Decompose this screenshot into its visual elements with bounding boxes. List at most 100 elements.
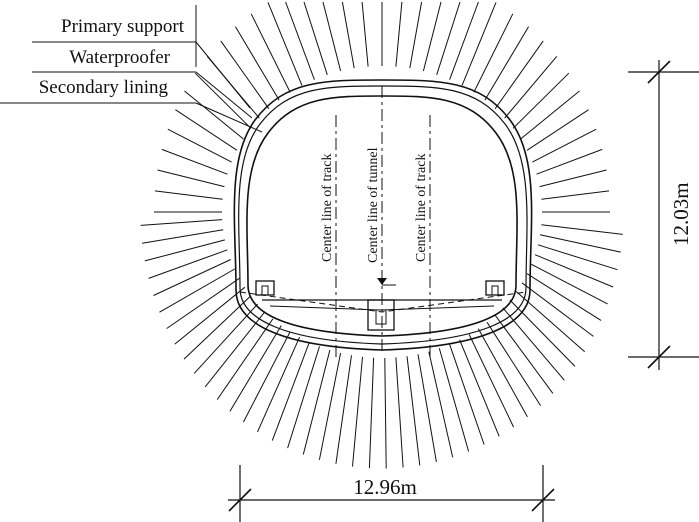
anchor-bolt-25 [473, 13, 514, 93]
secondary-lining-outline [246, 95, 518, 337]
anchor-bolt-51 [459, 339, 500, 437]
anchor-bolt-40 [534, 254, 614, 288]
central-drain [367, 299, 395, 331]
center-lines [335, 86, 431, 360]
anchor-bolt-11 [250, 13, 291, 93]
left-cable-trough [255, 280, 275, 296]
anchor-bolt-72 [183, 295, 252, 360]
legend-secondary-lining: Secondary lining [39, 77, 169, 98]
anchor-bolt-32 [532, 128, 597, 163]
anchor-bolt-77 [148, 249, 228, 279]
anchor-bolt-6 [184, 90, 244, 140]
anchor-bolt-70 [204, 311, 266, 388]
anchor-bolt-14 [303, 1, 328, 75]
height-tick-bottom [647, 345, 671, 369]
anchor-bolt-33 [536, 148, 603, 175]
width-tick-left [228, 488, 252, 512]
anchor-bolt-59 [368, 357, 375, 469]
anchor-bolt-71 [193, 303, 259, 374]
right-track-center-label: Center line of track [414, 154, 429, 262]
anchor-bolt-65 [271, 341, 310, 441]
anchor-bolt-55 [417, 354, 437, 462]
anchor-bolt-3 [161, 148, 228, 175]
anchor-bolt-1 [154, 190, 223, 200]
anchor-bolt-42 [526, 273, 602, 321]
anchor-bolt-2 [157, 169, 225, 188]
anchor-bolt-52 [449, 344, 485, 445]
anchor-bolt-4 [167, 128, 232, 163]
anchor-bolt-66 [257, 336, 301, 433]
anchor-bolt-50 [468, 334, 515, 428]
anchor-bolt-39 [537, 244, 618, 271]
height-dimension: 12.03m [628, 60, 699, 370]
anchor-bolt-76 [153, 259, 231, 296]
legend: Primary support Waterproofer Secondary l… [0, 5, 263, 133]
anchor-bolt-20 [409, 1, 423, 69]
anchor-bolt-63 [302, 349, 331, 455]
anchor-bolt-30 [520, 90, 580, 140]
leader-secondary-lining [195, 102, 263, 133]
drainage-line [239, 291, 527, 313]
rail-level-marker-icon [377, 278, 387, 285]
leader-primary-support [195, 41, 251, 109]
anchor-bolt-54 [428, 351, 454, 458]
right-cable-trough [485, 280, 505, 296]
anchor-bolt-37 [541, 224, 623, 235]
anchor-bolt-53 [438, 348, 470, 452]
anchor-bolt-34 [539, 169, 607, 188]
anchor-bolt-29 [512, 72, 570, 129]
anchor-bolt-38 [539, 234, 621, 253]
legend-primary-support: Primary support [61, 16, 185, 37]
central-drain-inner [375, 309, 387, 325]
anchor-bolt-7 [194, 72, 252, 129]
anchor-bolt-64 [287, 346, 320, 449]
anchor-bolt-5 [175, 109, 238, 151]
anchor-bolt-62 [318, 352, 342, 460]
anchor-bolt-56 [406, 356, 421, 466]
anchor-bolt-19 [395, 1, 403, 67]
anchor-bolt-23 [449, 1, 479, 80]
anchor-bolt-58 [384, 357, 387, 469]
anchor-bolt-10 [234, 26, 280, 101]
waterproofer-outline [238, 85, 528, 345]
anchor-bolt-12 [267, 2, 303, 86]
anchor-bolt-73 [174, 286, 246, 345]
anchor-bolt-26 [484, 26, 530, 101]
anchor-bolt-21 [422, 1, 442, 72]
right-cable-trough-inner [491, 285, 499, 296]
width-tick-right [531, 488, 555, 512]
anchor-bolt-27 [494, 40, 544, 110]
width-dimension: 12.96m [228, 465, 555, 522]
anchor-bolt-79 [142, 229, 224, 244]
left-track-center-label: Center line of track [320, 154, 335, 262]
anchor-bolt-78 [144, 239, 226, 262]
anchor-bolt-15 [322, 1, 342, 72]
anchor-bolt-35 [541, 190, 610, 200]
anchor-bolt-47 [494, 314, 554, 394]
left-cable-trough-inner [261, 285, 269, 296]
anchor-bolt-57 [395, 357, 404, 468]
anchor-bolt-60 [352, 356, 363, 467]
anchor-bolt-67 [242, 331, 291, 423]
anchor-bolt-74 [166, 277, 240, 329]
ditches [255, 280, 505, 331]
anchor-bolt-16 [341, 1, 355, 69]
leader-waterproofer [195, 71, 253, 119]
anchor-bolt-9 [220, 40, 270, 110]
anchor-bolt-46 [502, 307, 565, 381]
anchor-bolt-41 [531, 263, 608, 305]
anchor-bolt-80 [140, 219, 223, 226]
anchor-bolt-69 [216, 318, 274, 400]
anchor-bolt-22 [436, 1, 461, 75]
anchor-bolt-24 [461, 2, 497, 86]
anchor-bolt-61 [335, 355, 352, 464]
anchor-bolt-49 [477, 328, 528, 418]
anchor-bolt-43 [521, 282, 594, 337]
tunnel-center-label: Center line of tunnel [366, 147, 381, 263]
anchor-bolts [140, 1, 623, 469]
anchor-bolt-48 [486, 321, 542, 406]
anchor-bolt-17 [361, 1, 369, 67]
legend-waterproofer: Waterproofer [69, 47, 170, 68]
